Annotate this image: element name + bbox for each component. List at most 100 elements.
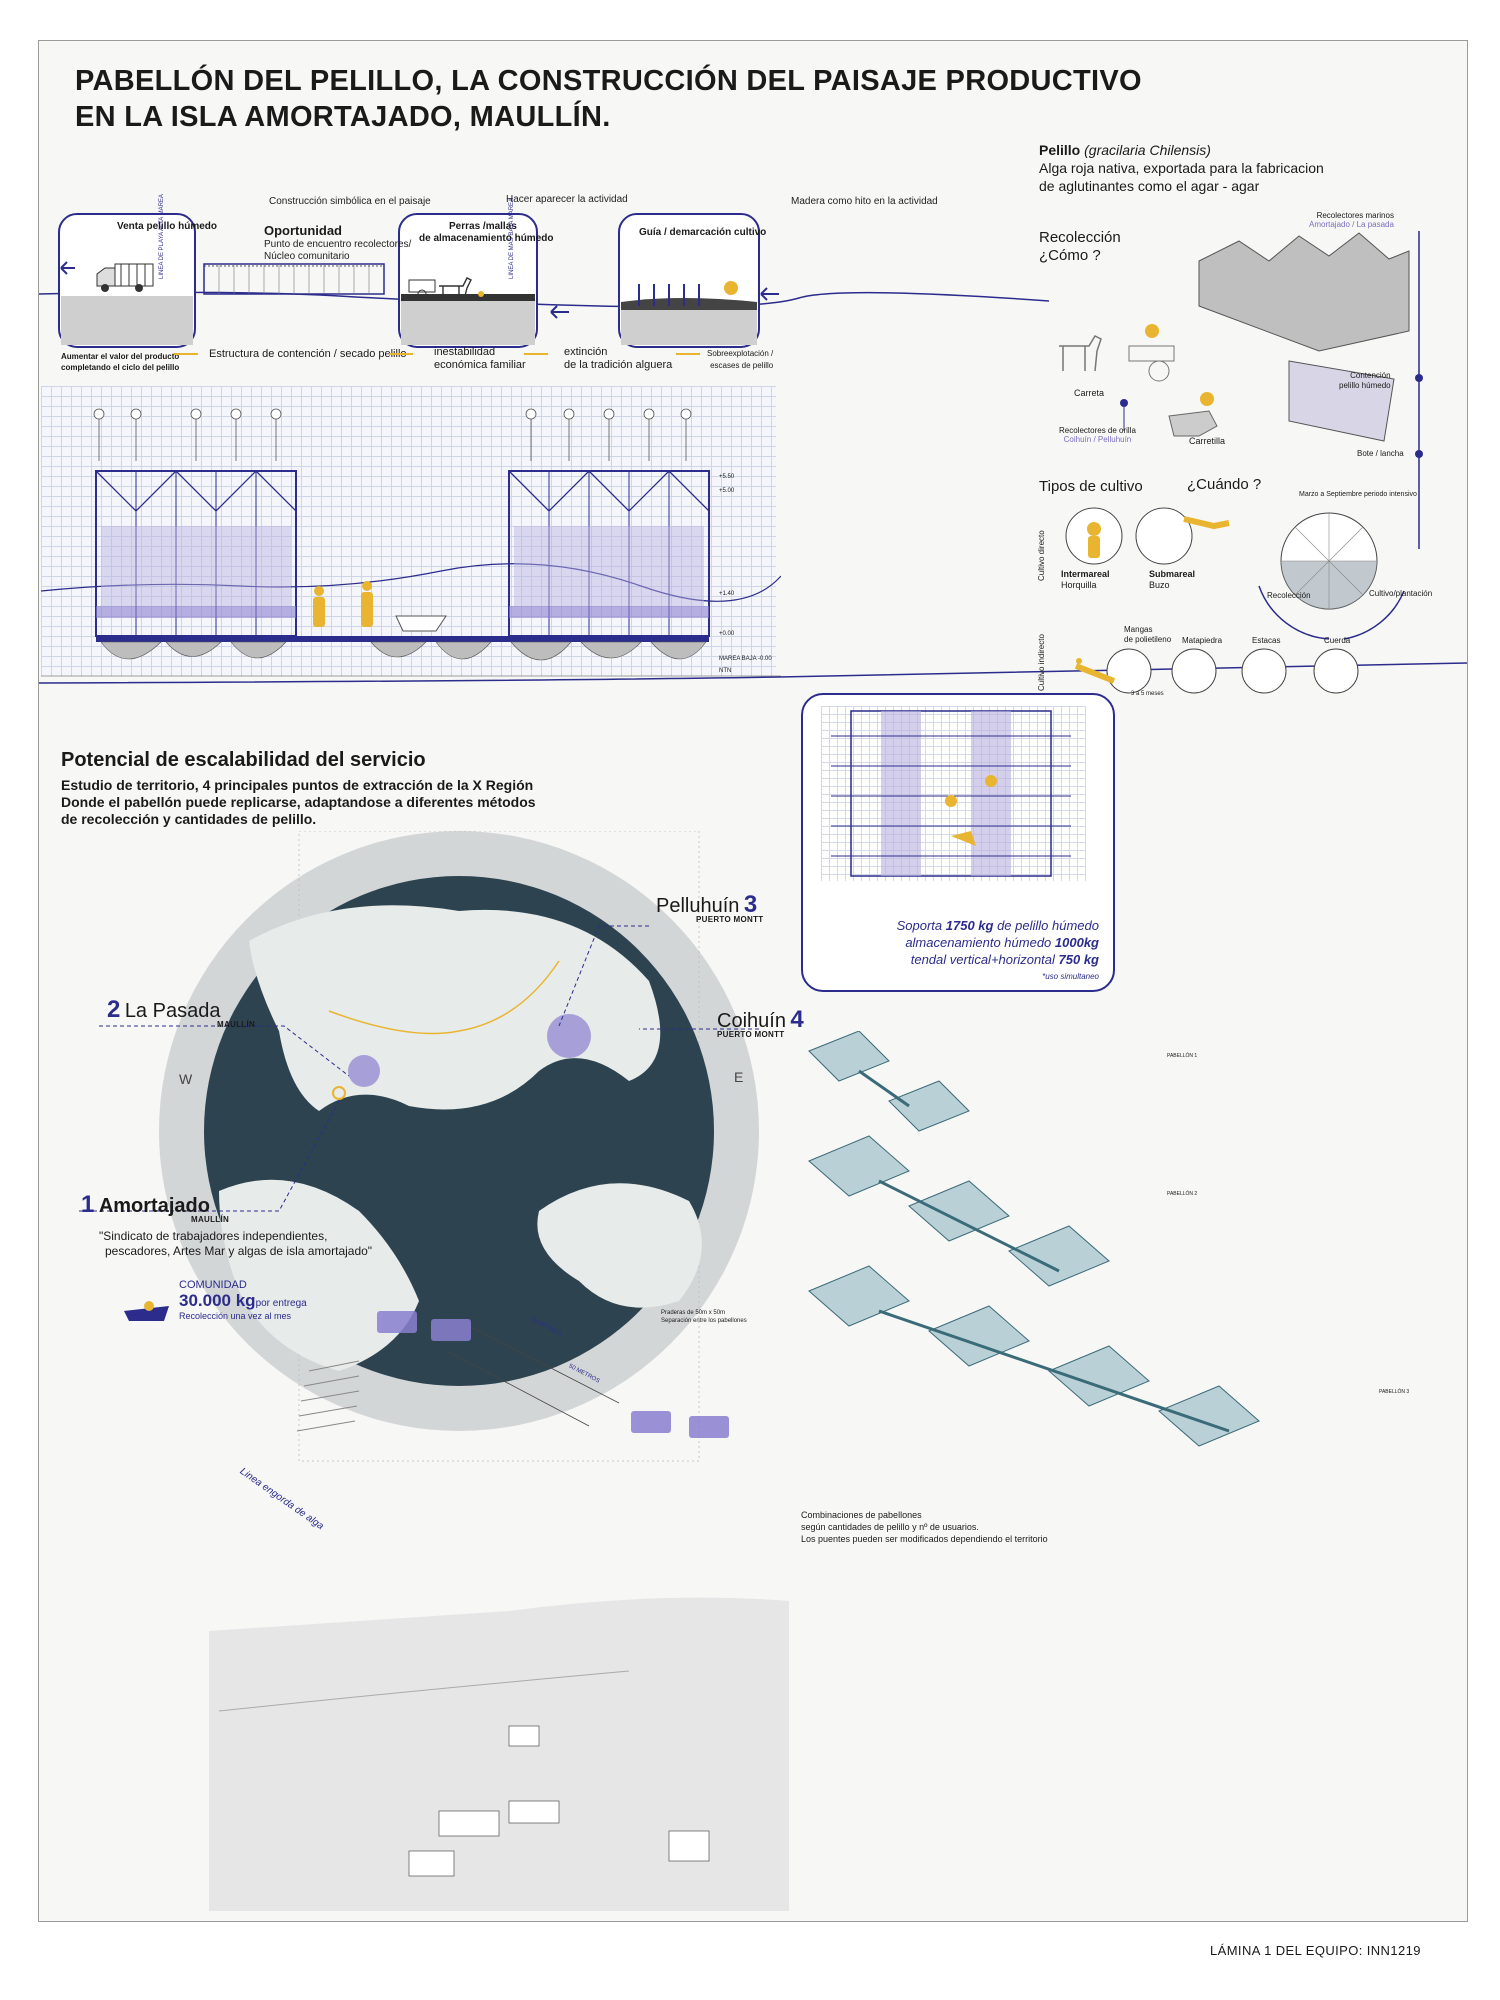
truck-icon	[96, 263, 154, 292]
oportunidad-desc-2: Núcleo comunitario	[264, 251, 350, 262]
title-line-2: EN LA ISLA AMORTAJADO, MAULLÍN.	[75, 101, 611, 133]
comunidad-label: COMUNIDAD	[179, 1279, 247, 1291]
cultivo-directo-label: Cultivo directo	[1037, 530, 1046, 581]
recoleccion-arc-label: Recolección	[1267, 591, 1311, 600]
place-3-num: 3	[743, 891, 758, 918]
pelillo-info: Pelillo (gracilaria Chilensis) Alga roja…	[1039, 141, 1324, 195]
flow-arrow-4	[676, 353, 700, 355]
oportunidad-title: Oportunidad	[264, 223, 342, 238]
pelillo-desc-2: de aglutinantes como el agar - agar	[1039, 178, 1260, 194]
pelillo-sci: (gracilaria Chilensis)	[1084, 142, 1211, 158]
poster-sheet: PABELLÓN DEL PELILLO, LA CONSTRUCCIÓN DE…	[38, 40, 1468, 1922]
perras-label-1: Perras /mallas	[449, 221, 517, 232]
cuerda-label: Cuerda	[1324, 636, 1351, 645]
bote-label: Bote / lancha	[1357, 449, 1404, 458]
flow-aumentar: Aumentar el valor del producto completan…	[61, 351, 179, 373]
place-4-num: 4	[790, 1006, 804, 1033]
flow-aumentar-1: Aumentar el valor del producto	[61, 352, 180, 361]
territory-map	[159, 831, 759, 1462]
combo-caption-2: según cantidades de pelillo y nº de usua…	[801, 1522, 979, 1532]
submareal: Submareal	[1149, 569, 1196, 579]
place-2-sub: MAULLÍN	[217, 1020, 256, 1029]
shore-land	[209, 1597, 789, 1911]
perras-label-2: de almacenamiento húmedo	[419, 233, 554, 244]
seabed-mesh-bags	[100, 641, 707, 661]
place-1-num: 1	[81, 1191, 95, 1218]
map-leader-lines	[79, 925, 759, 1212]
place-4-sub: PUERTO MONTT	[717, 1030, 785, 1039]
seaweed-lines	[296, 1360, 360, 1432]
cap-note: *uso simultaneo	[1042, 972, 1099, 981]
process-diagram	[39, 213, 1049, 348]
aerial-view	[209, 1311, 789, 1911]
level-2: +5.00	[719, 488, 735, 494]
kg-value: 30.000 kg	[179, 1291, 256, 1310]
cap-l2-val: 1000kg	[1054, 935, 1099, 950]
flow-sobre-2: escases de pelillo	[710, 361, 774, 370]
flow-extincion-1: extinción	[564, 346, 608, 358]
coihuin-marker	[547, 1014, 591, 1058]
quote-1: "Sindicato de trabajadores independiente…	[99, 1229, 328, 1243]
net-enclosure-icon	[1198, 232, 1410, 352]
cap-l3-pre: tendal vertical+horizontal	[910, 952, 1059, 967]
level-3: +1.40	[719, 591, 735, 597]
page-title: PABELLÓN DEL PELILLO, LA CONSTRUCCIÓN DE…	[75, 63, 1175, 135]
guia-label: Guía / demarcación cultivo	[639, 227, 767, 238]
praderas-2: Separación entre los pabellones	[661, 1318, 747, 1324]
escalabilidad-l1: Estudio de territorio, 4 principales pun…	[61, 777, 534, 793]
road-line	[218, 1670, 630, 1712]
marinos-label: Recolectores marinos	[1316, 211, 1394, 220]
level-1: +5.50	[719, 474, 735, 480]
cuando-title: ¿Cuándo ?	[1187, 476, 1262, 493]
mangas-label: Mangas de polietileno	[1124, 625, 1171, 645]
submareal-label: Submareal Buzo	[1149, 569, 1195, 591]
oportunidad-desc-1: Punto de encuentro recolectores/	[264, 239, 412, 250]
combo-1	[808, 1031, 970, 1132]
flow-sobre-1: Sobreexplotación /	[707, 349, 774, 358]
flow-estructura: Estructura de contención / secado pelill…	[209, 348, 407, 360]
mangas-icon	[1106, 648, 1152, 694]
flow-aumentar-2: completando el ciclo del pelillo	[61, 363, 180, 372]
pavilion-markers	[377, 1311, 729, 1438]
cultivo-indirecto-label: Cultivo indirecto	[1037, 634, 1046, 691]
workers-figures-icon	[313, 581, 373, 627]
map-landmass-east	[537, 1183, 702, 1308]
flow-arrow-1	[174, 353, 198, 355]
pelillo-name: Pelillo	[1039, 142, 1081, 158]
combo-label-a: PABELLÓN 1	[1167, 1053, 1198, 1059]
comunidad-block: COMUNIDAD 30.000 kgpor entrega Recolecci…	[179, 1279, 307, 1321]
boat-icon	[395, 615, 447, 632]
plan-capacity: Soporta 1750 kg de pelillo húmedo almace…	[819, 917, 1099, 985]
periodo-clock-chart	[1258, 512, 1405, 640]
periodo-label: Marzo a Septiembre periodo intensivo	[1299, 491, 1417, 498]
flow-extincion: extinción de la tradición alguera	[564, 346, 672, 372]
place-4-name: Coihuín	[717, 1010, 786, 1032]
estacas-icon	[1241, 648, 1287, 694]
map-landmass-south	[219, 1179, 419, 1371]
footer-label: LÁMINA 1 DEL EQUIPO: INN1219	[1210, 1943, 1421, 1958]
worker-plan-icon	[945, 775, 997, 846]
level-6: NTN	[719, 668, 732, 674]
amortajado-marker	[332, 1086, 346, 1100]
contencion-1: Contención	[1350, 371, 1391, 380]
marinos-places: Amortajado / La pasada	[1309, 220, 1394, 229]
pavilion-combinations	[808, 1031, 1260, 1447]
cultivo-arc-label: Cultivo/plantación	[1369, 589, 1433, 598]
escalabilidad-title: Potencial de escalabilidad del servicio	[61, 749, 426, 771]
panel-guia-ground	[621, 306, 757, 345]
cuerda-icon	[1313, 648, 1359, 694]
buzo: Buzo	[1149, 580, 1170, 590]
place-2-name: La Pasada	[124, 1000, 221, 1022]
horse-cart-icon	[408, 277, 484, 299]
flow-arrow-3	[524, 353, 548, 355]
pavilion-elevation	[41, 408, 781, 677]
pavilion-left	[95, 470, 297, 637]
submareal-icon	[1135, 507, 1193, 565]
flow-inestabilidad: inestabilidad económica familiar	[434, 346, 526, 372]
combinaciones-caption: Combinaciones de pabellones según cantid…	[801, 1509, 1048, 1545]
panel-venta-ground	[61, 296, 193, 345]
bote-dot	[1415, 450, 1423, 458]
label-hacer-aparecer: Hacer aparecer la actividad	[506, 194, 628, 205]
praderas-label: Praderas de 50m x 50m Separación entre l…	[661, 1309, 747, 1325]
frecuencia-label: Recolección una vez al mes	[179, 1311, 292, 1321]
